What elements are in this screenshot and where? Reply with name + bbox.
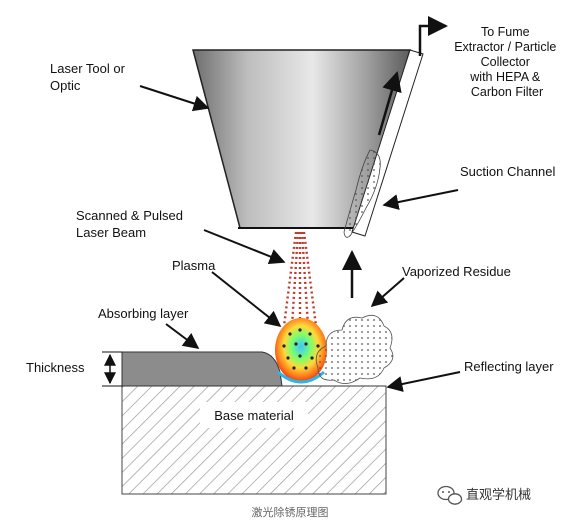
suction-particles bbox=[343, 149, 381, 238]
suction-channel-label: Suction Channel bbox=[460, 164, 556, 179]
vaporized-residue-cloud bbox=[315, 314, 394, 384]
watermark-top: 搜狐号@焊接之家weldhome bbox=[375, 5, 568, 22]
laser-tool bbox=[192, 49, 412, 229]
fume-flow-arrow bbox=[377, 71, 402, 136]
watermark-bottom-text: 直观学机械 bbox=[466, 487, 531, 503]
laser-beam-pointer bbox=[203, 229, 286, 265]
absorbing-layer bbox=[121, 351, 283, 387]
vaporized-residue-label: Vaporized Residue bbox=[402, 264, 511, 279]
plasma-pointer bbox=[211, 271, 282, 327]
wechat-icon bbox=[437, 485, 463, 505]
reflecting-layer-pointer bbox=[386, 371, 461, 392]
fume-extractor-arrow bbox=[418, 16, 448, 56]
absorbing-layer-label: Absorbing layer bbox=[98, 306, 189, 321]
thickness-label: Thickness bbox=[26, 360, 85, 375]
absorbing-layer-pointer bbox=[165, 323, 200, 349]
scanned-beam-label: Scanned & Pulsed Laser Beam bbox=[76, 208, 187, 240]
plasma-ball bbox=[275, 318, 327, 384]
laser-tool-pointer bbox=[139, 85, 210, 112]
watermark-top-text: 搜狐号@焊接之家weldhome bbox=[375, 5, 568, 22]
laser-tool-label: Laser Tool or Optic bbox=[50, 61, 129, 93]
vaporized-residue-pointer bbox=[370, 277, 405, 308]
watermark-bottom: 直观学机械 bbox=[437, 485, 531, 505]
fume-extractor-label: To Fume Extractor / Particle Collector w… bbox=[454, 25, 560, 99]
laser-beam bbox=[282, 231, 318, 327]
base-material-label: Base material bbox=[214, 408, 294, 423]
figure-caption: 激光除锈原理图 bbox=[252, 505, 329, 519]
base-material-label-bg bbox=[200, 402, 308, 428]
reflecting-layer-label: Reflecting layer bbox=[464, 359, 554, 374]
plasma-label: Plasma bbox=[172, 258, 216, 273]
suction-channel-pointer bbox=[382, 189, 459, 210]
